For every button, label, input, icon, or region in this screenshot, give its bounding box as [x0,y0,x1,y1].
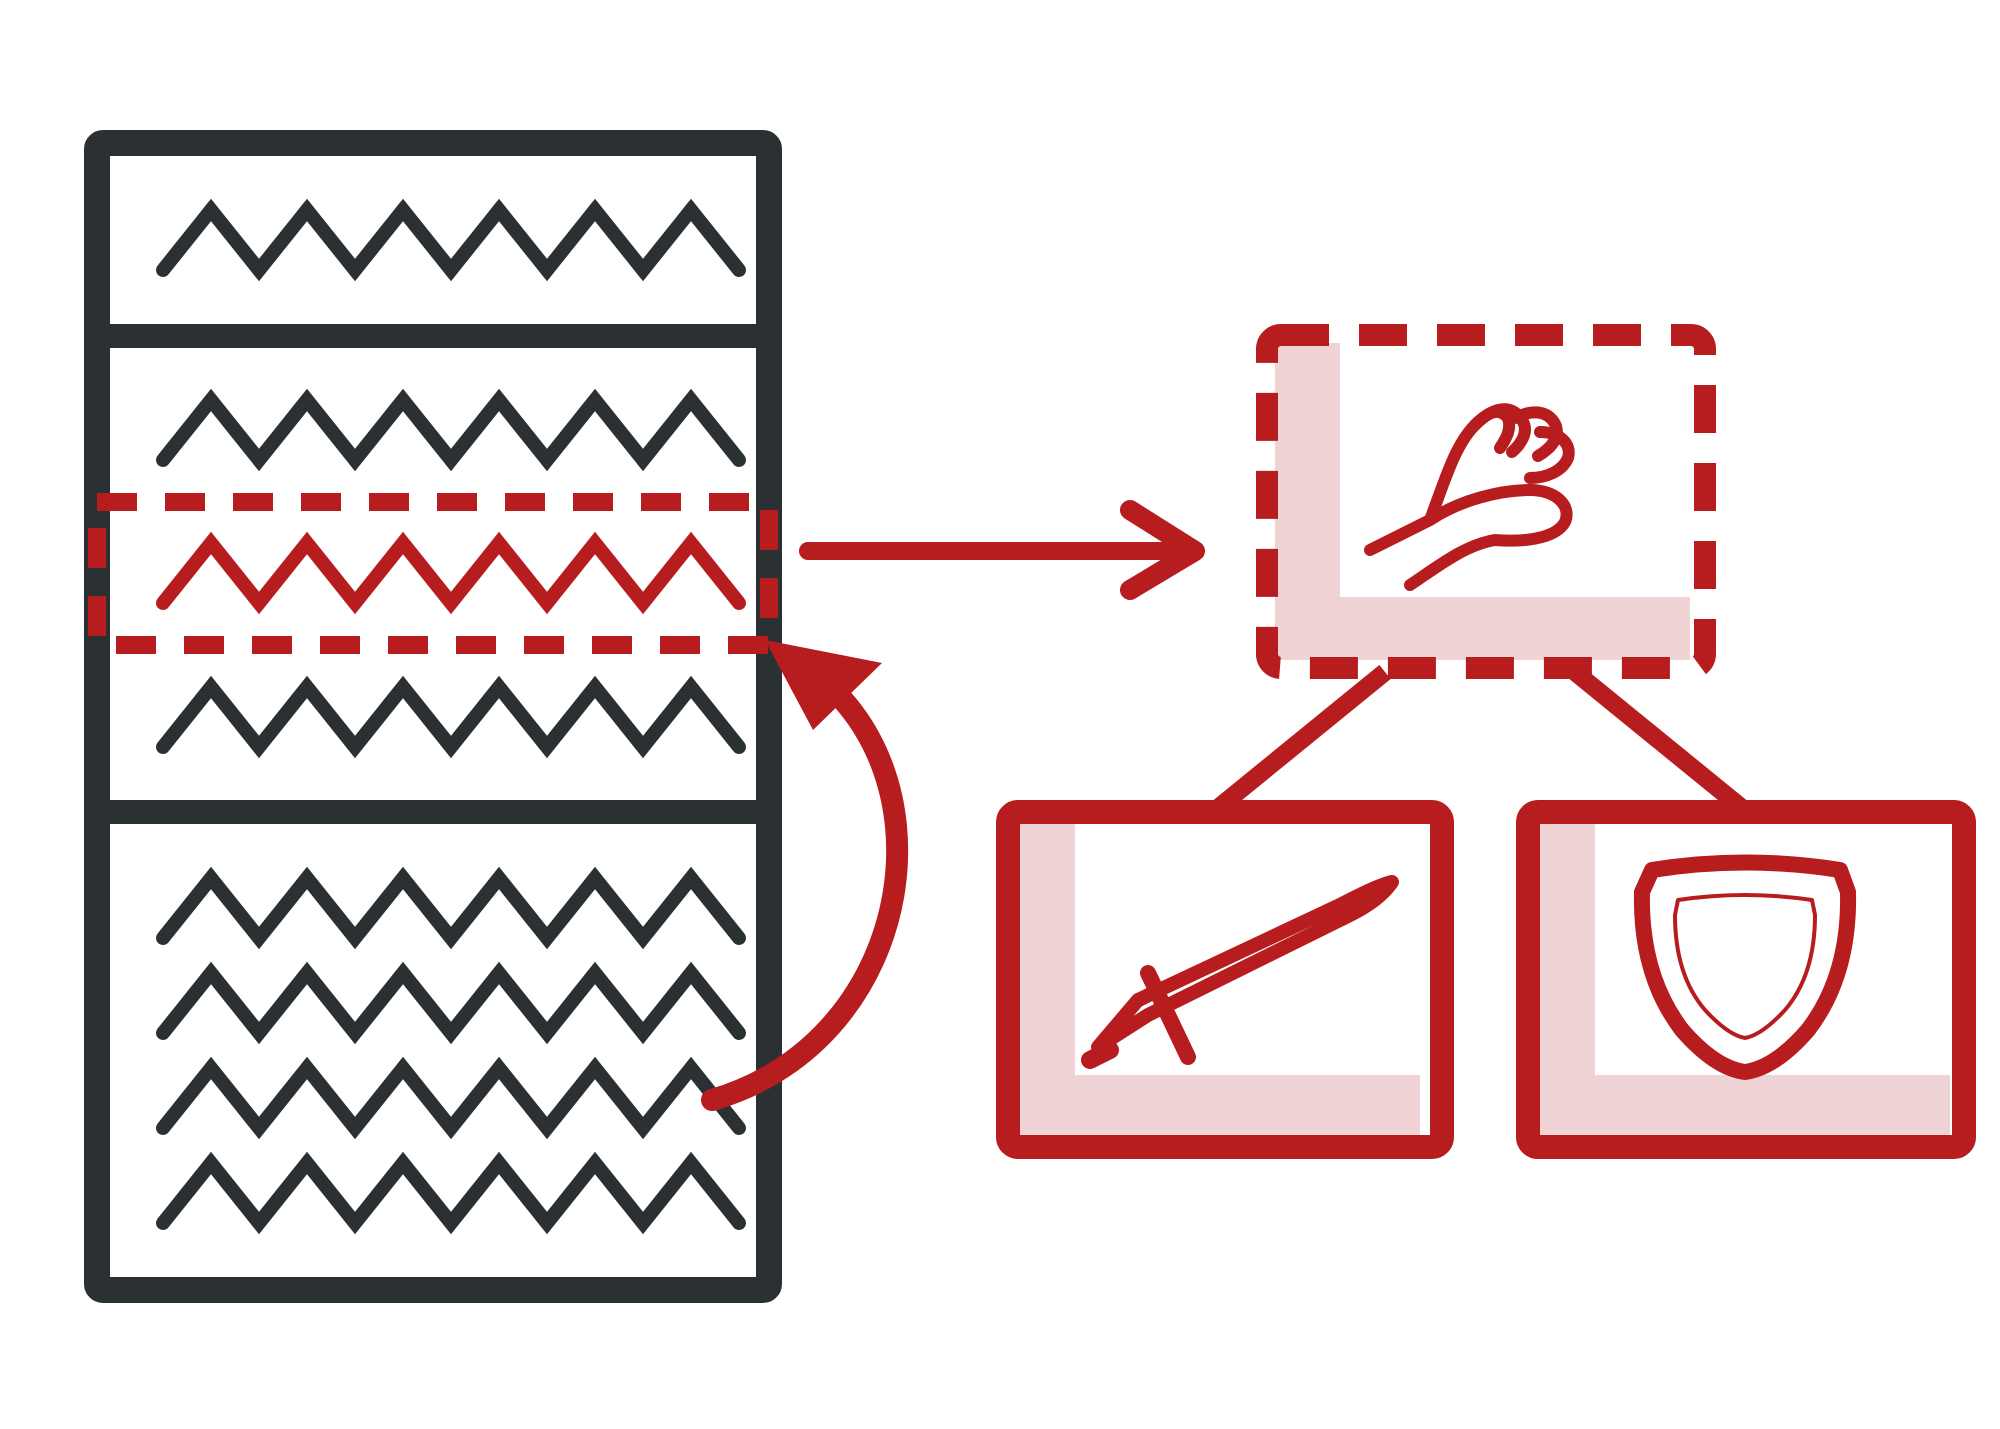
node-border [1516,800,1976,1159]
node-tint [1275,343,1690,660]
sword-icon [1081,875,1399,1069]
curved-arrow-icon [701,640,909,1111]
node-tint [1538,823,1950,1135]
text-line [156,866,746,950]
section-icon [156,198,746,282]
document-with-text-lines-icon [84,130,782,1303]
section-icon [156,866,746,1235]
node-child-right [1516,800,1976,1159]
hand-icon [1364,403,1575,591]
node-child-left [996,800,1454,1159]
node-tint [1018,823,1420,1135]
document-frame [84,130,782,1303]
node-border [996,800,1454,1159]
arrow-right-icon [799,500,1205,600]
text-line [156,675,746,759]
text-line-highlighted [156,531,746,615]
text-line [156,961,746,1045]
text-line [156,388,746,472]
node-border-dashed [1256,324,1716,679]
text-line [156,1151,746,1235]
shield-icon [1633,854,1857,1080]
text-line [156,198,746,282]
node-parent [1256,324,1716,679]
text-line [156,1056,746,1140]
tree-connectors [1212,665,1748,815]
section-icon [156,388,746,759]
